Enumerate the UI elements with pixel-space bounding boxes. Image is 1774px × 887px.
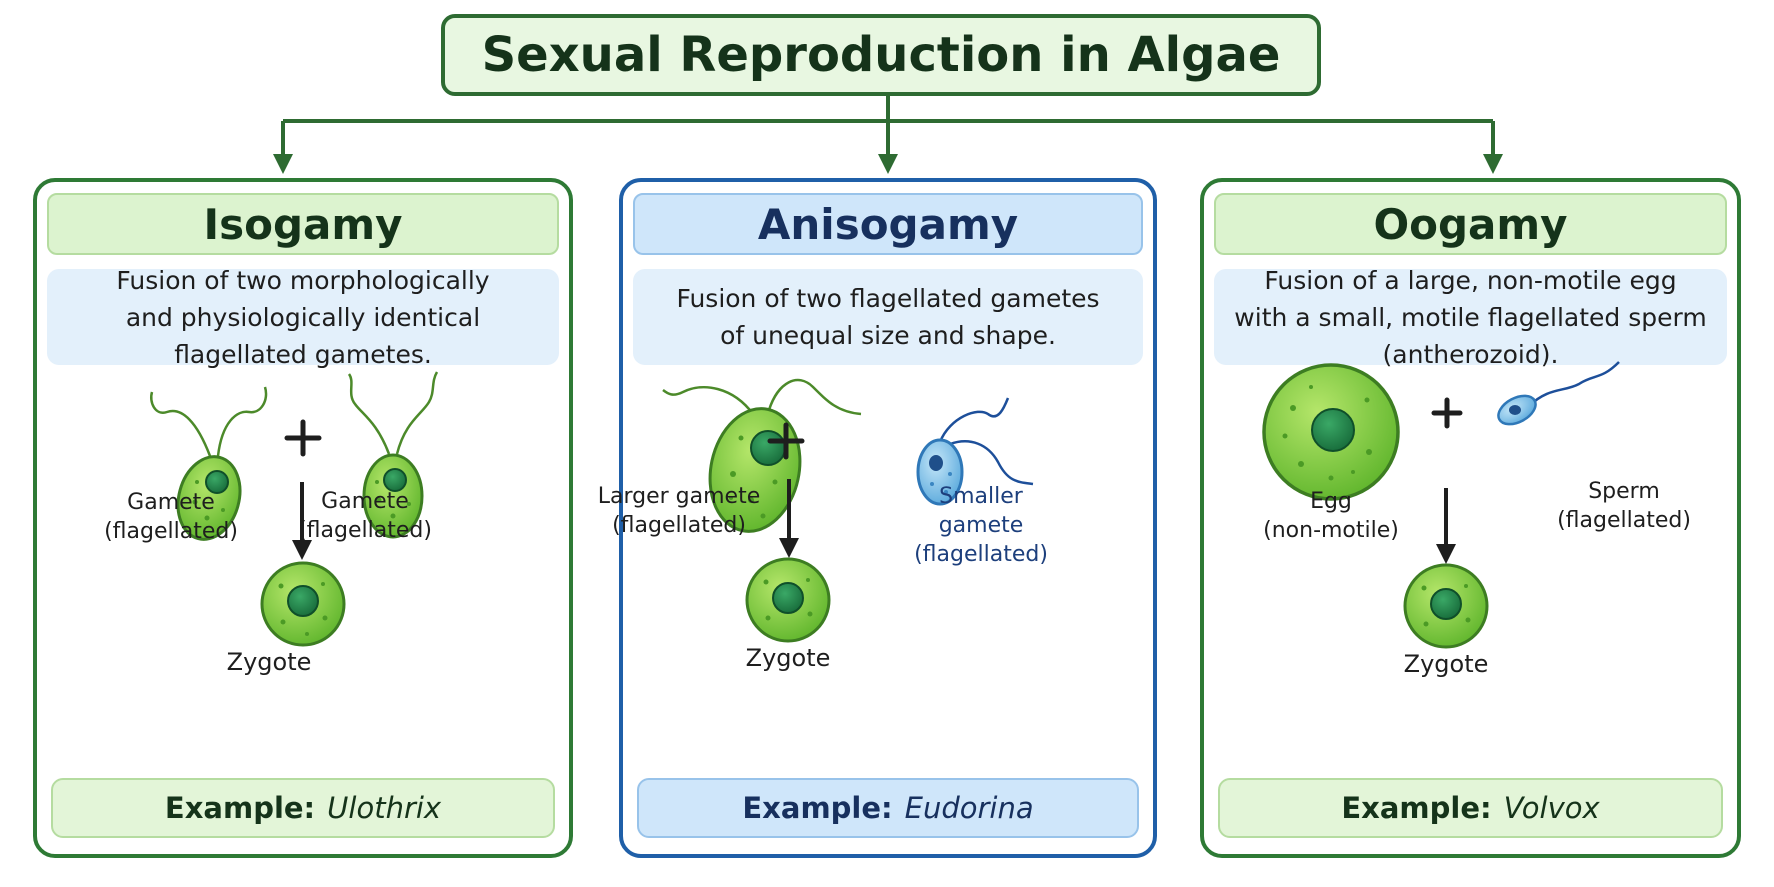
diagram-title: Sexual Reproduction in Algae bbox=[441, 14, 1321, 96]
panel-heading: Isogamy bbox=[47, 193, 559, 255]
anisogamy-illustration bbox=[662, 378, 1034, 643]
nucleus bbox=[1311, 408, 1355, 452]
plus-icon bbox=[1431, 397, 1463, 429]
gamete-body bbox=[916, 438, 964, 506]
example-organism: Volvox bbox=[1503, 791, 1600, 825]
zygote bbox=[1403, 563, 1489, 649]
flagellum bbox=[949, 440, 1034, 486]
nucleus bbox=[287, 585, 319, 617]
example-label: Example: bbox=[164, 791, 316, 825]
nucleus bbox=[383, 468, 407, 492]
flagellum bbox=[767, 378, 862, 416]
flagellum bbox=[662, 385, 755, 415]
right-gamete-label: Gamete (flagellated) bbox=[298, 489, 432, 543]
nucleus bbox=[929, 455, 943, 471]
zygote bbox=[745, 557, 831, 643]
panel-heading: Anisogamy bbox=[633, 193, 1143, 255]
zygote-label: Zygote bbox=[745, 644, 831, 672]
zygote-label: Zygote bbox=[1403, 650, 1489, 678]
example-organism: Eudorina bbox=[904, 791, 1034, 825]
panel-anisogamy: Anisogamy Fusion of two flagellated game… bbox=[598, 178, 1157, 858]
panel-isogamy: Isogamy Fusion of two morphologically an… bbox=[33, 178, 573, 858]
panel-description: Fusion of two flagellated gametes of une… bbox=[633, 269, 1143, 365]
nucleus bbox=[772, 582, 804, 614]
flagellum bbox=[216, 386, 268, 457]
flagellum bbox=[347, 373, 391, 455]
nucleus bbox=[205, 470, 229, 494]
panel-description: Fusion of a large, non-motile egg with a… bbox=[1214, 266, 1727, 369]
smaller-gamete bbox=[916, 397, 1034, 506]
flagellum bbox=[1528, 361, 1620, 407]
example-box: Example: Ulothrix bbox=[51, 778, 555, 838]
example-label: Example: bbox=[742, 791, 893, 825]
isogamy-illustration bbox=[150, 371, 439, 647]
plus-icon bbox=[284, 419, 322, 457]
flagellum bbox=[150, 391, 212, 457]
example-box: Example: Volvox bbox=[1218, 778, 1723, 838]
zygote bbox=[260, 561, 346, 647]
panel-heading: Oogamy bbox=[1214, 193, 1727, 255]
gamete-left bbox=[150, 386, 268, 541]
example-box: Example: Eudorina bbox=[637, 778, 1139, 838]
sperm bbox=[1497, 361, 1620, 426]
sperm-label: Sperm (flagellated) bbox=[1557, 479, 1691, 533]
left-gamete-label: Gamete (flagellated) bbox=[104, 490, 238, 544]
smaller-gamete-label: Smaller gamete (flagellated) bbox=[914, 484, 1048, 567]
larger-gamete-label: Larger gamete (flagellated) bbox=[597, 484, 761, 538]
zygote-label: Zygote bbox=[226, 648, 312, 676]
gamete-right bbox=[347, 371, 439, 539]
oogamy-illustration bbox=[1262, 361, 1620, 649]
egg-label: Egg (non-motile) bbox=[1263, 489, 1399, 543]
example-organism: Ulothrix bbox=[327, 791, 442, 825]
gamete-body bbox=[362, 453, 424, 539]
panel-description: Fusion of two morphologically and physio… bbox=[47, 266, 559, 369]
nucleus bbox=[1509, 405, 1521, 415]
nucleus bbox=[750, 430, 786, 466]
nucleus bbox=[1430, 588, 1462, 620]
panel-oogamy: Oogamy Fusion of a large, non-motile egg… bbox=[1200, 178, 1741, 858]
plus-icon bbox=[767, 422, 805, 460]
flagellum bbox=[395, 371, 439, 455]
example-label: Example: bbox=[1341, 791, 1492, 825]
egg bbox=[1262, 363, 1400, 501]
flagellum bbox=[938, 397, 1010, 443]
